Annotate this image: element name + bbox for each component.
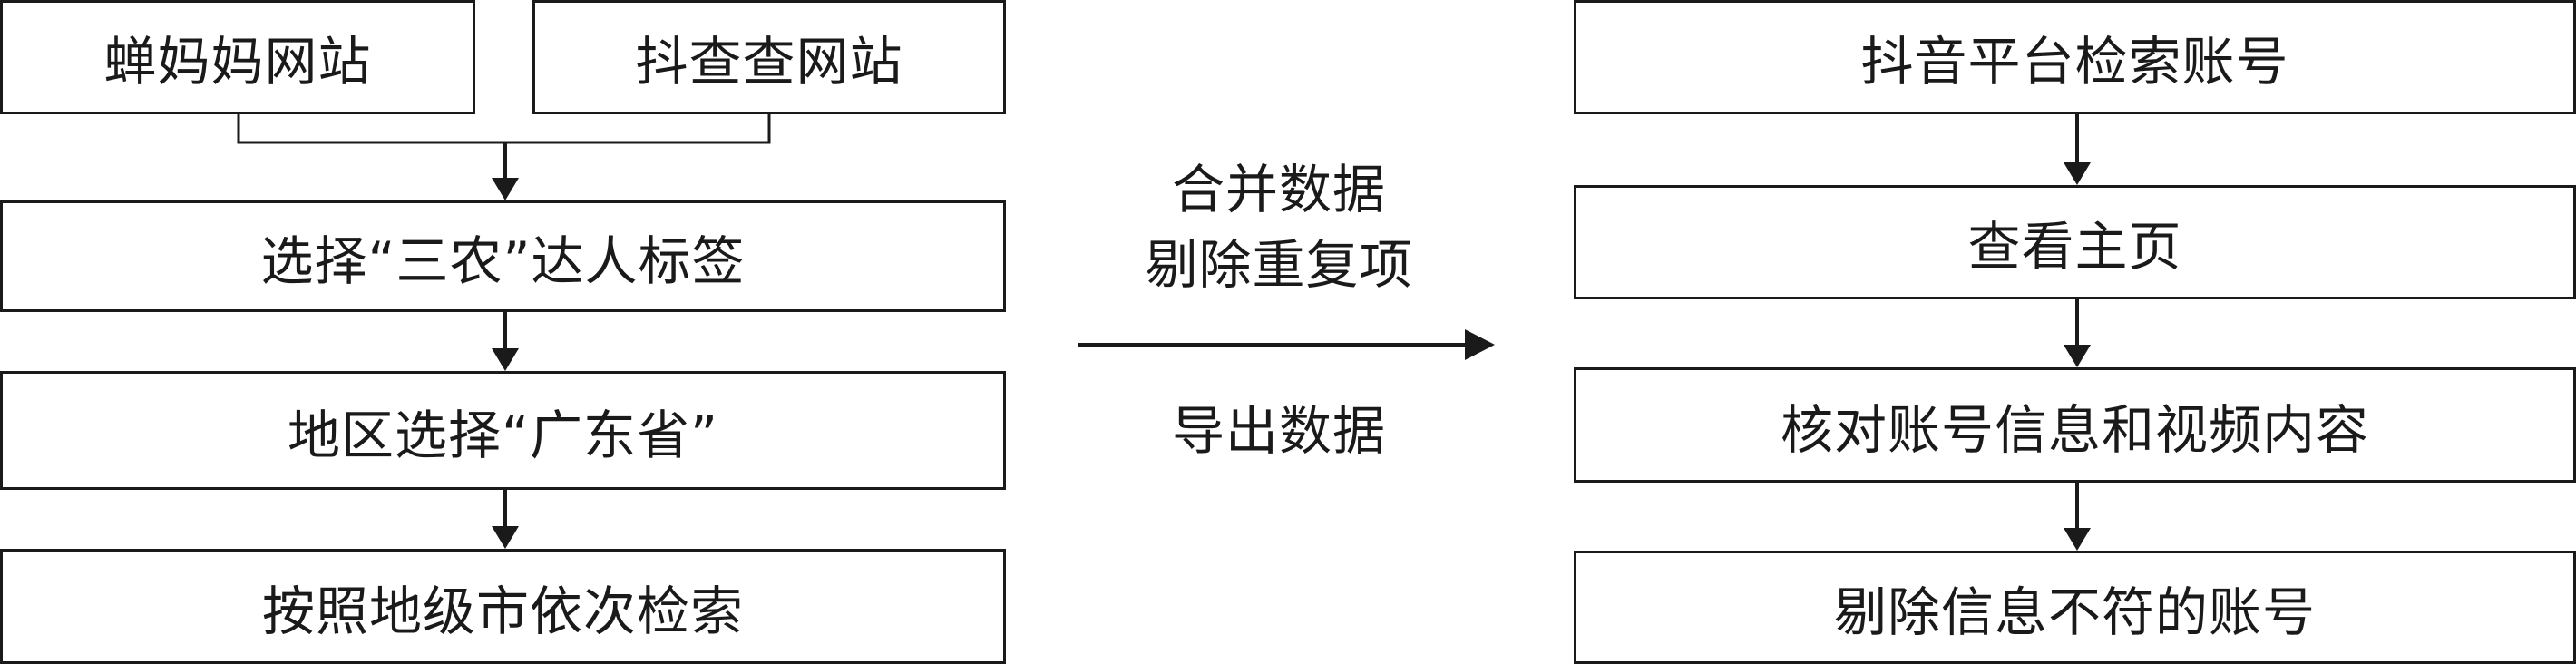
right-step-4-label: 剔除信息不符的账号 <box>1833 581 2316 643</box>
left-arrows <box>492 142 519 549</box>
merge-bracket <box>237 112 771 144</box>
middle-dedupe-text: 剔除重复项 <box>1043 222 1515 298</box>
right-step-1-label: 抖音平台检索账号 <box>1860 31 2289 93</box>
right-step-1-box: 抖音平台检索账号 <box>1574 0 2576 114</box>
middle-export-text: 导出数据 <box>1043 388 1515 464</box>
middle-arrow <box>1078 329 1495 360</box>
right-step-2-label: 查看主页 <box>1967 216 2182 278</box>
export-data-text: 导出数据 <box>1171 400 1386 462</box>
left-step-2-label: 地区选择“广东省” <box>287 404 719 466</box>
left-step-1-label: 选择“三农”达人标签 <box>260 229 746 292</box>
source-douchacha-box: 抖查查网站 <box>532 0 1006 114</box>
right-step-3-label: 核对账号信息和视频内容 <box>1780 398 2369 461</box>
right-arrows <box>2064 114 2091 551</box>
remove-duplicates-text: 剔除重复项 <box>1145 234 1413 296</box>
left-step-1-box: 选择“三农”达人标签 <box>0 200 1006 312</box>
middle-merge-text: 合并数据 <box>1043 147 1515 223</box>
source-chanmama-label: 蝉妈妈网站 <box>103 31 372 93</box>
source-chanmama-box: 蝉妈妈网站 <box>0 0 475 114</box>
source-douchacha-label: 抖查查网站 <box>635 31 903 93</box>
left-step-3-label: 按照地级市依次检索 <box>261 580 744 642</box>
left-step-2-box: 地区选择“广东省” <box>0 371 1006 490</box>
right-step-4-box: 剔除信息不符的账号 <box>1574 551 2576 664</box>
right-step-3-box: 核对账号信息和视频内容 <box>1574 367 2576 483</box>
right-step-2-box: 查看主页 <box>1574 185 2576 299</box>
merge-data-text: 合并数据 <box>1171 159 1386 220</box>
left-step-3-box: 按照地级市依次检索 <box>0 549 1006 664</box>
